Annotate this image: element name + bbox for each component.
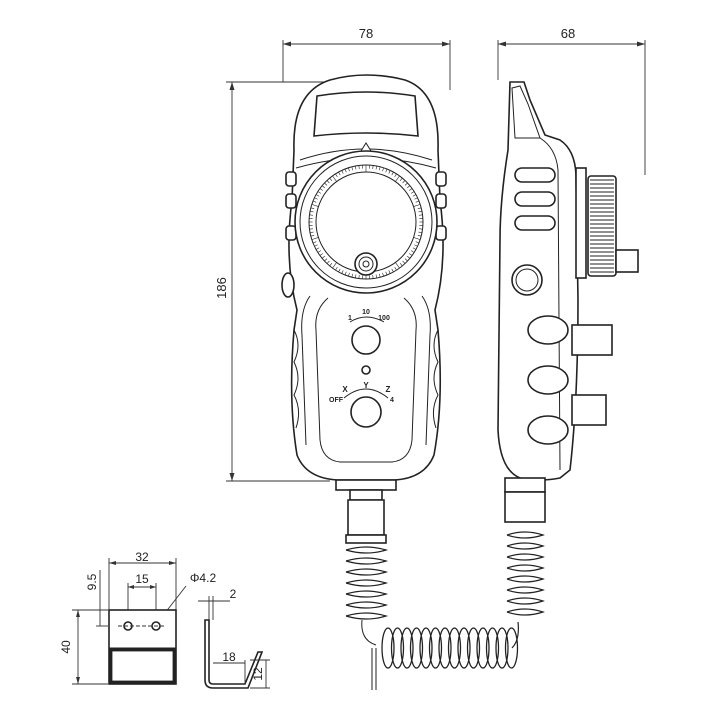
- hole-diameter-label: Φ4.2: [190, 571, 217, 585]
- indicator-led: [362, 366, 370, 374]
- front-view: 78 186: [214, 26, 450, 645]
- axis-knob: [351, 397, 381, 427]
- hole-spacing-label: 15: [135, 572, 149, 586]
- bracket-width-label: 32: [135, 550, 149, 564]
- front-cable: [336, 480, 396, 645]
- wheel-knob: [355, 253, 377, 275]
- handwheel: [295, 151, 437, 293]
- side-width-label: 68: [561, 26, 575, 41]
- multiplier-knob: [352, 326, 380, 354]
- mult-100-label: 100: [378, 315, 390, 322]
- side-wheel: [576, 168, 638, 278]
- axis-x-label: X: [342, 385, 348, 394]
- lip-height-label: 12: [251, 667, 265, 681]
- bracket-height-label: 40: [59, 640, 73, 654]
- top-window: [314, 92, 418, 136]
- thickness-label: 2: [230, 587, 237, 601]
- axis-y-label: Y: [363, 381, 369, 390]
- coiled-cable: [382, 622, 518, 668]
- front-width-label: 78: [359, 26, 373, 41]
- mult-10-label: 10: [362, 309, 370, 316]
- bracket-depth-label: 18: [222, 650, 236, 664]
- mult-1-label: 1: [348, 315, 352, 322]
- height-label: 186: [214, 277, 229, 299]
- hole-offset-label: 9.5: [85, 573, 99, 590]
- bracket-front: 32 15 Φ4.2 9.5 40: [59, 550, 216, 684]
- bracket-side: 2 18 12: [198, 587, 270, 688]
- axis-off-label: OFF: [329, 397, 344, 404]
- axis-4-label: 4: [390, 397, 394, 404]
- axis-z-label: Z: [386, 385, 391, 394]
